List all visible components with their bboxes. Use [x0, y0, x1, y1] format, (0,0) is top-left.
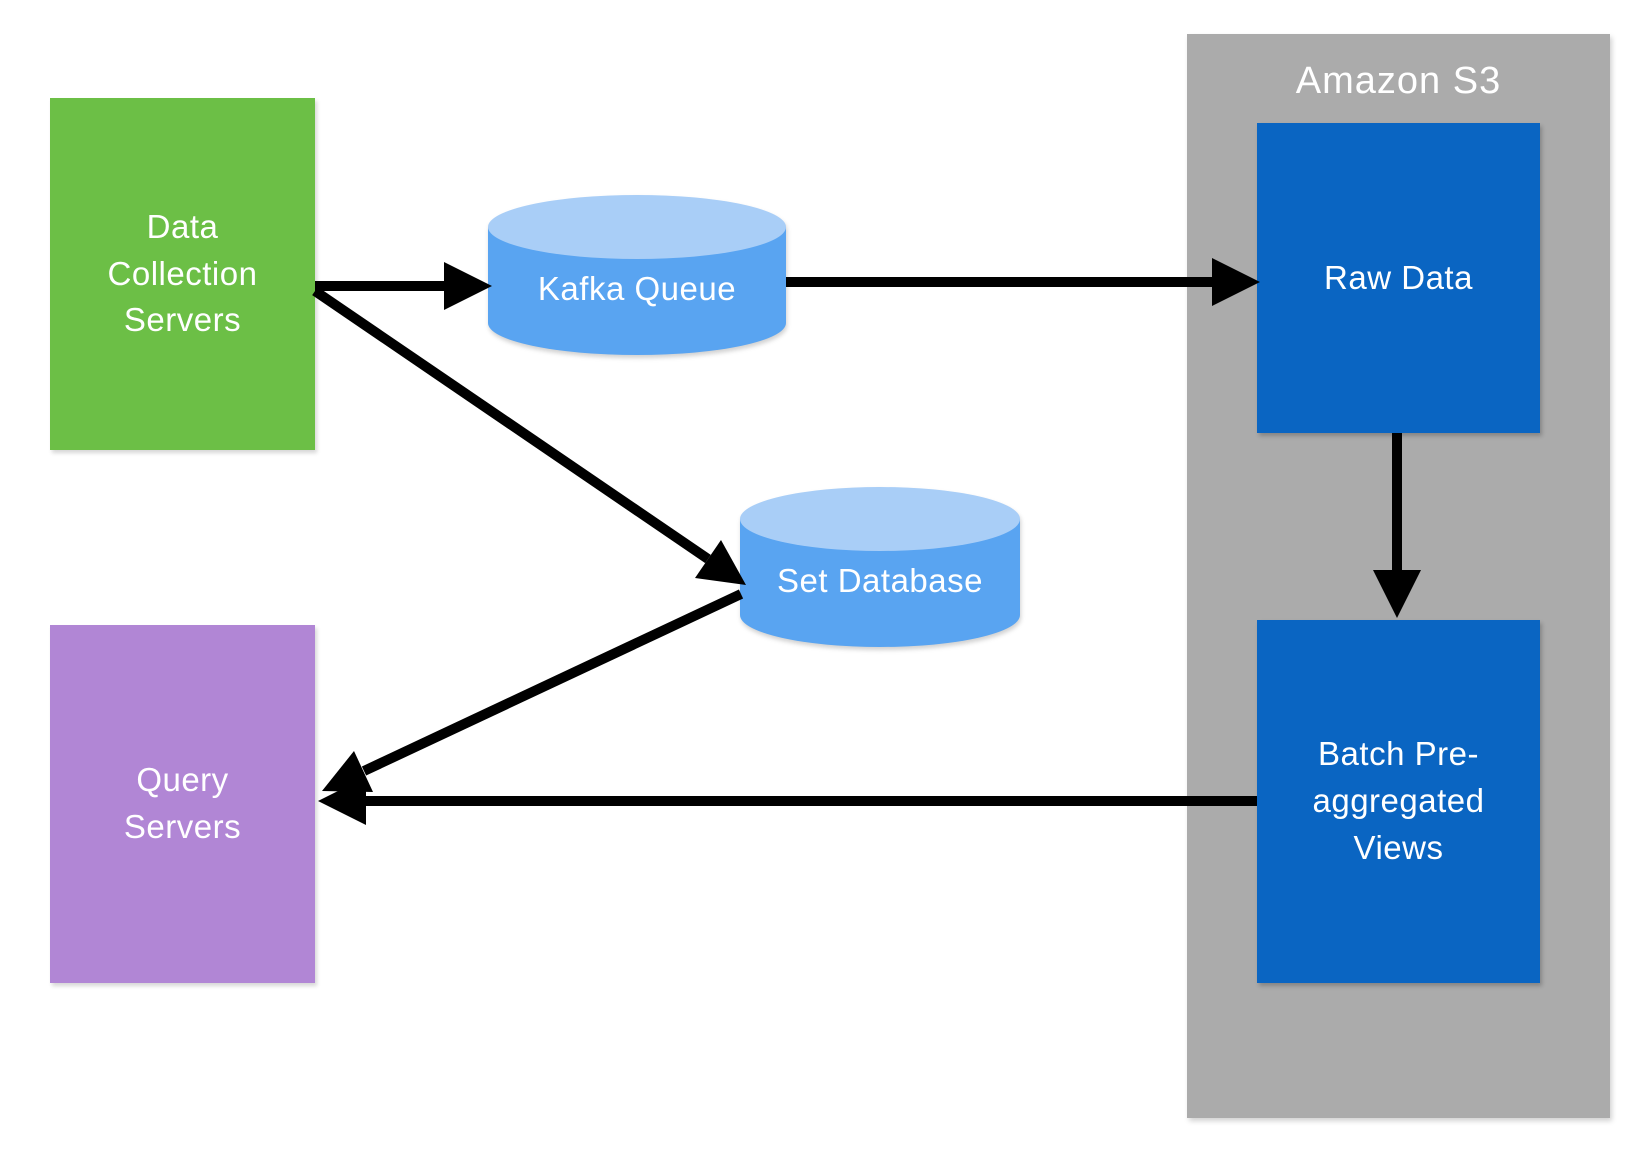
node-data-collection-servers: Data Collection Servers: [50, 98, 315, 450]
arrow-data-collection-to-kafka: [315, 262, 492, 310]
node-kafka-queue: Kafka Queue: [488, 195, 786, 355]
node-label-kafka-queue: Kafka Queue: [537, 269, 737, 307]
container-amazon-s3: Amazon S3 Raw Data Batch Pre-aggregated …: [1187, 34, 1610, 1118]
node-label-batch-preaggregated-views: Batch Pre-aggregated Views: [1312, 735, 1485, 866]
node-label-raw-data: Raw Data: [1324, 258, 1473, 296]
cylinder-shape-set-database: [740, 487, 1020, 647]
node-label-data-collection-servers: Data Collection Servers: [107, 207, 258, 339]
node-batch-preaggregated-views: Batch Pre-aggregated Views: [1257, 620, 1540, 983]
node-label-query-servers: Query Servers: [123, 761, 242, 845]
arrow-batch-views-to-query-servers: [318, 777, 1257, 825]
arrow-set-database-to-query-servers: [322, 589, 744, 792]
node-label-set-database: Set Database: [777, 561, 983, 599]
node-set-database: Set Database: [740, 487, 1020, 647]
container-title-amazon-s3: Amazon S3: [1295, 60, 1502, 102]
node-raw-data: Raw Data: [1257, 123, 1540, 433]
node-query-servers: Query Servers: [50, 625, 315, 983]
